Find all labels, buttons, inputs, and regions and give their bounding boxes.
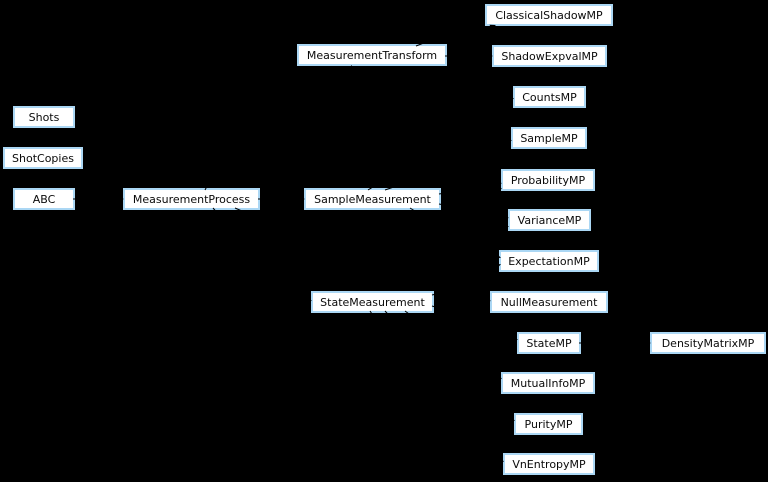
class-node-statemp[interactable]: StateMP (517, 332, 581, 354)
class-node-probabilitymp[interactable]: ProbabilityMP (501, 169, 595, 191)
class-node-countsmp[interactable]: CountsMP (513, 86, 586, 108)
class-node-expectationmp[interactable]: ExpectationMP (499, 250, 599, 272)
class-node-samplemp[interactable]: SampleMP (511, 127, 587, 149)
class-node-nullmeasurement[interactable]: NullMeasurement (490, 291, 608, 313)
class-node-variancemp[interactable]: VarianceMP (508, 209, 591, 231)
class-node-samplemeasurement[interactable]: SampleMeasurement (304, 188, 441, 210)
edge-statemeasurement-to-variancemp (369, 228, 504, 290)
edge-statemeasurement-to-vnentropymp (369, 310, 500, 460)
edge-statemeasurement-to-mutualinfomp (404, 310, 498, 377)
class-node-measurementprocess[interactable]: MeasurementProcess (123, 188, 260, 210)
class-node-densitymatrixmp[interactable]: DensityMatrixMP (650, 332, 766, 354)
class-node-vnentropymp[interactable]: VnEntropyMP (503, 453, 595, 475)
class-node-classicalshadowmp[interactable]: ClassicalShadowMP (485, 4, 613, 26)
class-node-shots[interactable]: Shots (13, 106, 75, 128)
edge-measurementprocess-to-statemeasurement (212, 207, 307, 300)
class-node-shotcopies[interactable]: ShotCopies (3, 147, 83, 169)
edge-measurementprocess-to-nullmeasurement (234, 207, 486, 300)
class-node-abc[interactable]: ABC (13, 188, 75, 210)
edge-samplemeasurement-to-countsmp (367, 100, 509, 191)
edge-samplemeasurement-to-expectationmp (409, 207, 496, 257)
edge-statemeasurement-to-expectationmp (431, 267, 497, 296)
class-node-puritymp[interactable]: PurityMP (514, 413, 583, 435)
class-node-shadowexpvalmp[interactable]: ShadowExpvalMP (492, 45, 607, 67)
class-node-measurementtransform[interactable]: MeasurementTransform (297, 44, 447, 66)
edge-samplemeasurement-to-samplemp (384, 141, 507, 191)
edge-statemeasurement-to-puritymp (384, 310, 511, 419)
edge-samplemeasurement-to-variancemp (438, 203, 504, 218)
class-node-mutualinfomp[interactable]: MutualInfoMP (501, 372, 595, 394)
edge-samplemeasurement-to-probabilitymp (438, 183, 497, 195)
class-node-statemeasurement[interactable]: StateMeasurement (311, 291, 434, 313)
edge-measurementprocess-to-measurementtransform (204, 69, 350, 191)
